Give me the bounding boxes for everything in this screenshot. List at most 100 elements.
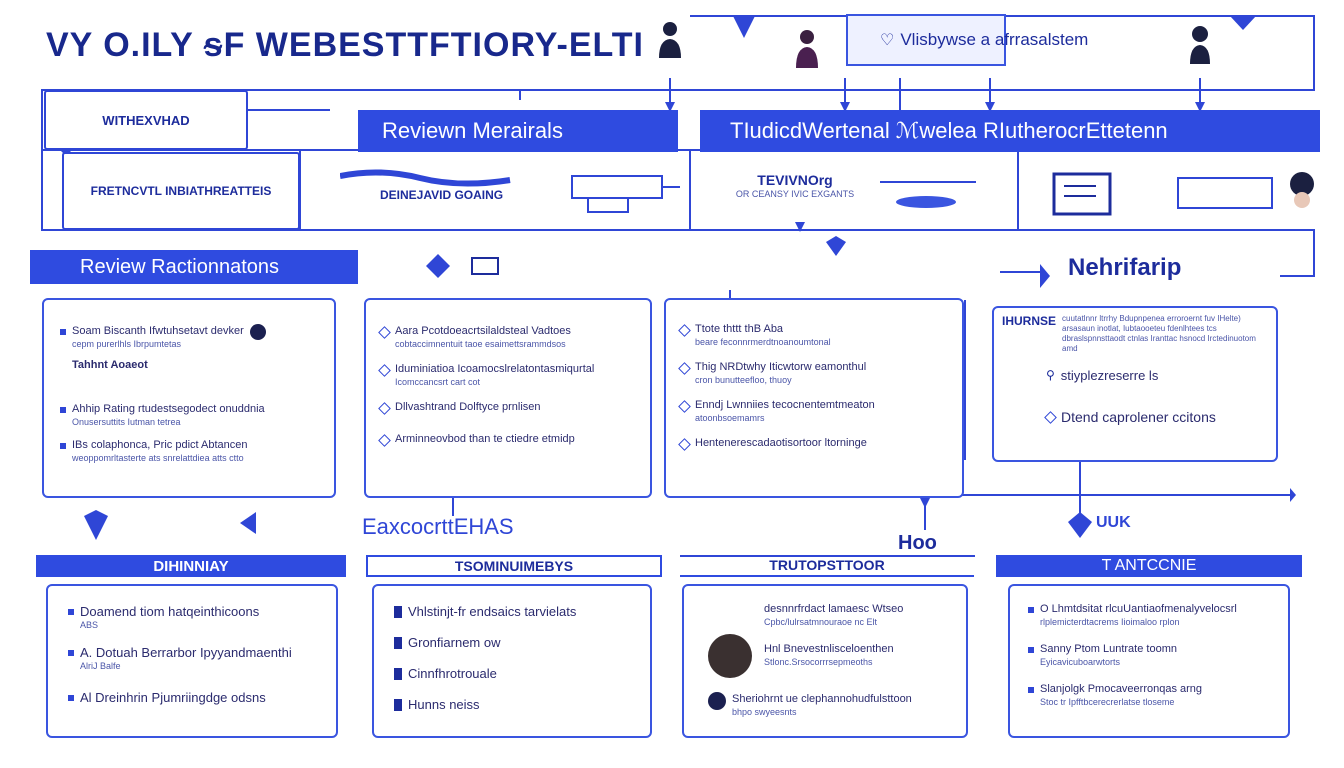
second-row-box-3-sub: OR CEANSY IVIC EXGANTS	[735, 189, 855, 199]
list-item-sub: cobtaccimnentuit taoe esaimettsrammdsos	[395, 339, 566, 349]
top-tag-label: Vlisbywse a afrrasalstem	[900, 30, 1089, 49]
bottom-bar-4: T ANTCCNIE	[996, 555, 1302, 577]
diamond-icon	[378, 326, 391, 339]
bullet-icon	[394, 637, 402, 649]
list-item-text: Soam Biscanth Ifwtuhsetavt devker	[72, 325, 244, 337]
list-item-sub: beare feconnrmerdtnoanoumtonal	[695, 337, 831, 347]
list-item: desnnrfrdact lamaesc Wtseo Cpbc/lulrsatm…	[708, 602, 954, 628]
dot-icon	[249, 324, 266, 340]
list-item-text: Vhlstinjt-fr endsaics tarvielats	[408, 604, 577, 619]
list-item-text: Ahhip Rating rtudestsegodect onuddnia	[72, 403, 265, 415]
machine-icon	[571, 175, 680, 213]
list-item-sub: weoppomrltasterte ats snrelattdiea atts …	[72, 453, 244, 463]
person-icon	[796, 30, 818, 68]
bullet-icon	[68, 695, 74, 701]
mid-label-right: UUK	[1096, 514, 1131, 531]
avatar-icon	[1290, 172, 1314, 208]
dot-icon	[708, 692, 726, 710]
bullet-icon	[1028, 687, 1034, 693]
document-icon	[1052, 172, 1112, 216]
list-item-text: Enndj Lwnniies tecocnentemtmeaton	[695, 399, 875, 411]
diamond-icon	[1044, 411, 1057, 424]
network-label: Nehrifarip	[1068, 254, 1182, 281]
arrow-icon	[240, 512, 256, 534]
second-row-box-2: DEINEJAVID GOAING	[339, 168, 540, 218]
panel-4-header: IHURNSE cuutatlnnr ltrrhy Bdupnpenea err…	[1002, 314, 1268, 354]
list-item-text: Aara Pcotdoeacrtsilaldsteal Vadtoes	[395, 325, 571, 337]
panel-4-heading: IHURNSE	[1002, 314, 1057, 328]
list-item: Hunns neiss	[394, 697, 630, 712]
bottom-panel-2: Vhlstinjt-fr endsaics tarvielats Gronfia…	[372, 584, 652, 738]
bullet-icon	[394, 699, 402, 711]
list-item-sub: AlriJ Balfe	[80, 661, 121, 671]
list-item-text: desnnrfrdact lamaesc Wtseo	[764, 603, 904, 615]
list-item: Vhlstinjt-fr endsaics tarvielats	[394, 604, 630, 619]
list-item-text: Tahhnt Aoaeot	[72, 359, 148, 371]
list-item: Al Dreinhrin Pjumriingdge odsns	[68, 690, 316, 705]
list-item: Slanjolgk Pmocaveerronqas arng Stoc tr I…	[1028, 682, 1270, 708]
bottom-bar-1: DIHINNIAY	[36, 555, 346, 577]
panel-1: Soam Biscanth Ifwtuhsetavt devker cepm p…	[42, 298, 336, 498]
diamond-icon	[678, 362, 691, 375]
bottom-panel-1: Doamend tiom hatqeinthicoons ABS A. Dotu…	[46, 584, 338, 738]
list-item: Soam Biscanth Ifwtuhsetavt devker cepm p…	[60, 324, 318, 350]
person-icon	[1190, 26, 1210, 64]
rationale-label: Review Ractionnatons	[80, 255, 279, 278]
wave-icon	[339, 169, 511, 187]
panel-3: Ttote thttt thB Aba beare feconnrmerdtno…	[664, 298, 964, 498]
list-item-text: stiyplezreserre ls	[1060, 368, 1159, 383]
list-item: Iduminiatioa Icoamocslrelatontasmiqurtal…	[378, 362, 636, 388]
right-header-label: TIudicdWertenal ℳwelea RIutherocrEtteten…	[730, 118, 1168, 143]
list-item-text: Al Dreinhrin Pjumriingdge odsns	[80, 690, 266, 705]
list-item: Hnl Bnevestnlisceloenthen Stlonc.Srsocor…	[708, 634, 954, 678]
list-item-sub: Cpbc/lulrsatmnouraoe nc Elt	[764, 617, 878, 627]
list-item: O Lhmtdsitat rlcuUantiaofmenalyvelocsrl …	[1028, 602, 1270, 628]
list-item-text: Hentenerescadaotisortoor ltorninge	[695, 437, 867, 449]
list-item: Ahhip Rating rtudestsegodect onuddnia On…	[60, 402, 318, 428]
second-row-box-1: FRETNCVTL INBIATHREATTEIS	[62, 152, 300, 230]
diagram-title: VY O.ILY ᵴF WEBESTTFTIORY-ELTI	[46, 26, 645, 64]
bus-icon	[471, 257, 499, 275]
bottom-panel-4: O Lhmtdsitat rlcuUantiaofmenalyvelocsrl …	[1008, 584, 1290, 738]
list-item-sub: Icomccancsrt cart cot	[395, 377, 481, 387]
right-header-bar: TIudicdWertenal ℳwelea RIutherocrEtteten…	[700, 110, 1320, 152]
list-item: ⚲ stiyplezreserre ls	[1046, 368, 1268, 383]
list-item-sub: rlplemicterdtacrems Iioimaloo rplon	[1040, 617, 1180, 627]
diamond-icon	[378, 434, 391, 447]
list-item-text: Ttote thttt thB Aba	[695, 323, 784, 335]
list-item-text: Sheriohrnt ue clephannohudfulsttoon	[732, 693, 912, 705]
heart-icon: ♡	[880, 32, 895, 49]
list-item-sub: Stoc tr Ipfftbcerecrerlatse tloseme	[1040, 697, 1175, 707]
diamond-icon	[378, 402, 391, 415]
list-item-text: Sanny Ptom Luntrate toomn	[1040, 643, 1177, 655]
bottom-bar-2-label: TSOMINUIMEBYS	[454, 558, 574, 574]
vehicle-icon	[880, 181, 976, 208]
bottom-bar-2: TSOMINUIMEBYS	[366, 555, 662, 577]
bullet-icon	[68, 650, 74, 656]
rationale-bar: Review Ractionnatons	[30, 250, 358, 284]
person-icon	[659, 22, 681, 58]
list-item: Sheriohrnt ue clephannohudfulsttoon bhpo…	[708, 692, 954, 718]
list-item: Doamend tiom hatqeinthicoons ABS	[68, 604, 316, 631]
list-item: Ttote thttt thB Aba beare feconnrmerdtno…	[678, 322, 948, 348]
list-item: Aara Pcotdoeacrtsilaldsteal Vadtoes cobt…	[378, 324, 636, 350]
list-item-sub: Eyicavicuboarwtorts	[1040, 657, 1121, 667]
list-item-text: Arminneovbod than te ctiedre etmidp	[395, 433, 575, 445]
list-item: Dtend caprolener ccitons	[1044, 409, 1268, 425]
second-row-box-3-title: TEVIVNOrg	[757, 172, 833, 188]
list-item-text: Thig NRDtwhy Iticwtorw eamonthul	[695, 361, 867, 373]
list-item-text: Slanjolgk Pmocaveerronqas arng	[1040, 683, 1203, 695]
list-item-text: IBs colaphonca, Pric pdict Abtancen	[72, 439, 248, 451]
top-tag: ♡ Vlisbywse a afrrasalstem	[880, 28, 1170, 52]
bottom-bar-3: TRUTOPSTTOOR	[680, 555, 974, 577]
bottom-bar-1-label: DIHINNIAY	[153, 557, 229, 575]
panel-4: IHURNSE cuutatlnnr ltrrhy Bdupnpenea err…	[992, 306, 1278, 462]
top-left-box-label: WITHEXVHAD	[102, 112, 190, 128]
link-icon: ⚲	[1046, 368, 1055, 382]
list-item-text: Dllvashtrand Dolftyce prnlisen	[395, 401, 541, 413]
list-item-text: Doamend tiom hatqeinthicoons	[80, 604, 260, 619]
list-item-sub: Stlonc.Srsocorrrsepmeoths	[764, 657, 873, 667]
bullet-icon	[394, 606, 402, 618]
list-item: Sanny Ptom Luntrate toomn Eyicavicuboarw…	[1028, 642, 1270, 668]
list-item: Hentenerescadaotisortoor ltorninge	[678, 436, 948, 451]
